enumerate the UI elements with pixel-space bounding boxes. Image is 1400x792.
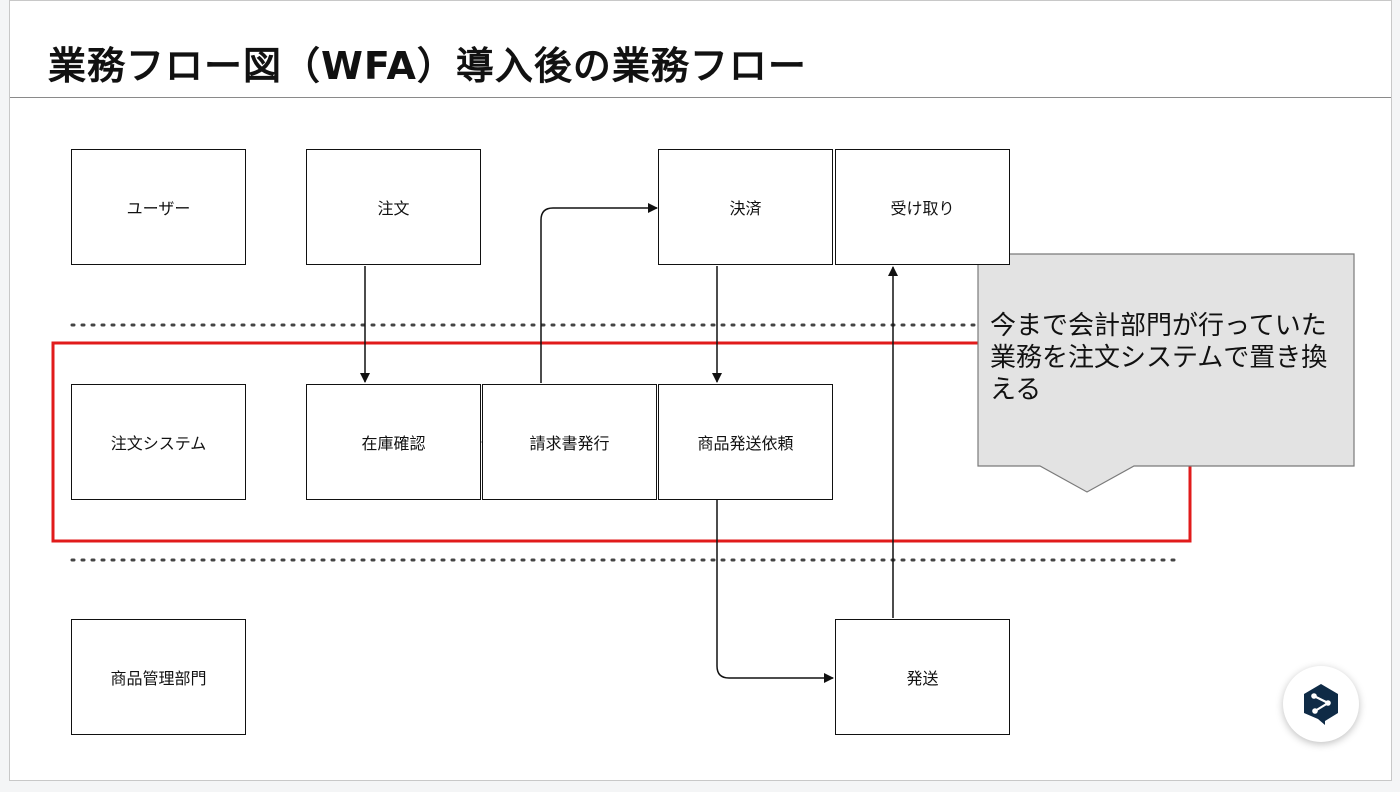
lane-order-system: 注文システム [71, 384, 246, 500]
step-invoice: 請求書発行 [482, 384, 657, 500]
step-receive: 受け取り [835, 149, 1010, 265]
page-title: 業務フロー図（WFA）導入後の業務フロー [48, 44, 807, 88]
step-order: 注文 [306, 149, 481, 265]
step-ship-request: 商品発送依頼 [658, 384, 833, 500]
callout-shape [977, 253, 1355, 493]
connector-request-to-ship [716, 500, 834, 683]
connector-invoice-to-payment [540, 203, 658, 383]
deepl-logo-icon [1304, 684, 1338, 725]
step-ship: 発送 [835, 619, 1010, 735]
title-divider [10, 97, 1391, 98]
step-stock-check: 在庫確認 [306, 384, 481, 500]
step-payment: 決済 [658, 149, 833, 265]
lane-user: ユーザー [71, 149, 246, 265]
deepl-button[interactable] [1283, 666, 1359, 742]
callout-text: 今まで会計部門が行っていた業務を注文システムで置き換える [990, 311, 1328, 405]
lane-product-dept: 商品管理部門 [71, 619, 246, 735]
